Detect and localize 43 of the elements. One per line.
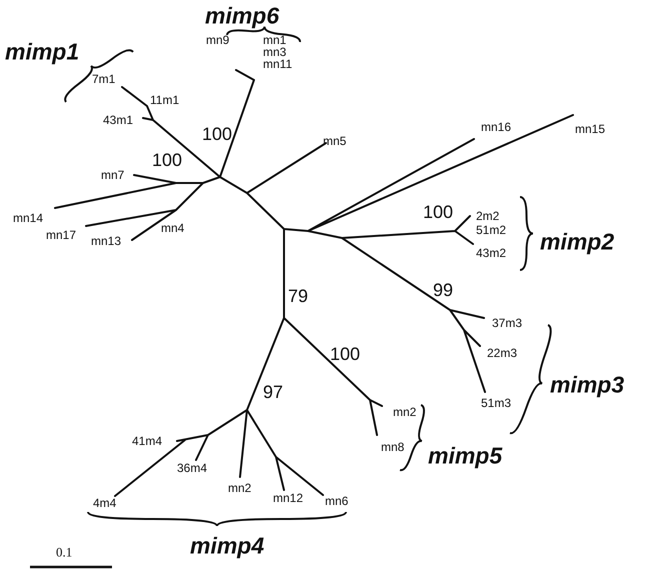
clade-label: mimp6: [205, 4, 280, 28]
taxon-label: mn3: [263, 46, 286, 58]
bootstrap-value: 79: [288, 287, 308, 305]
taxon-label: 41m4: [132, 435, 162, 447]
taxon-label: 37m3: [492, 317, 522, 329]
taxon-label: mn2: [393, 406, 416, 418]
taxon-label: mn17: [46, 229, 76, 241]
clade-label: mimp5: [428, 444, 502, 468]
clade-label: mimp4: [190, 534, 264, 558]
taxon-label: mn1: [263, 34, 286, 46]
taxon-label: 43m2: [476, 247, 506, 259]
clade-label: mimp3: [550, 374, 624, 396]
taxon-label: 43m1: [103, 114, 134, 126]
taxon-label: 7m1: [92, 73, 116, 85]
clade-label: mimp2: [540, 230, 614, 254]
bootstrap-value: 99: [433, 281, 454, 299]
taxon-label: 4m4: [93, 497, 116, 509]
taxon-label: mn4: [161, 222, 184, 234]
clade-label: mimp1: [5, 40, 80, 64]
taxon-label: 36m4: [177, 462, 208, 474]
taxon-label: 22m3: [487, 347, 518, 359]
scale-label: 0.1: [56, 546, 72, 558]
taxon-label: mn8: [381, 441, 404, 453]
taxon-label: mn7: [101, 169, 124, 181]
taxon-label: mn6: [325, 495, 348, 507]
taxon-label: mn14: [13, 212, 44, 224]
taxon-label: mn12: [273, 492, 304, 504]
taxon-label: 2m2: [476, 210, 500, 222]
bootstrap-value: 97: [263, 383, 284, 401]
taxon-label: mn16: [481, 121, 512, 133]
bootstrap-value: 100: [202, 125, 232, 143]
taxon-label: mn13: [91, 235, 122, 247]
taxon-label: mn15: [575, 123, 606, 135]
taxon-label: 51m3: [481, 397, 512, 409]
taxon-label: 51m2: [476, 224, 506, 236]
bootstrap-value: 100: [330, 345, 360, 363]
taxon-label: mn2: [228, 482, 252, 494]
bootstrap-value: 100: [152, 151, 182, 169]
taxon-label: mn9: [206, 34, 230, 46]
bootstrap-value: 100: [423, 203, 454, 221]
taxon-label: mn5: [323, 135, 346, 147]
taxon-label: 11m1: [150, 94, 180, 106]
taxon-label: mn11: [263, 58, 292, 70]
